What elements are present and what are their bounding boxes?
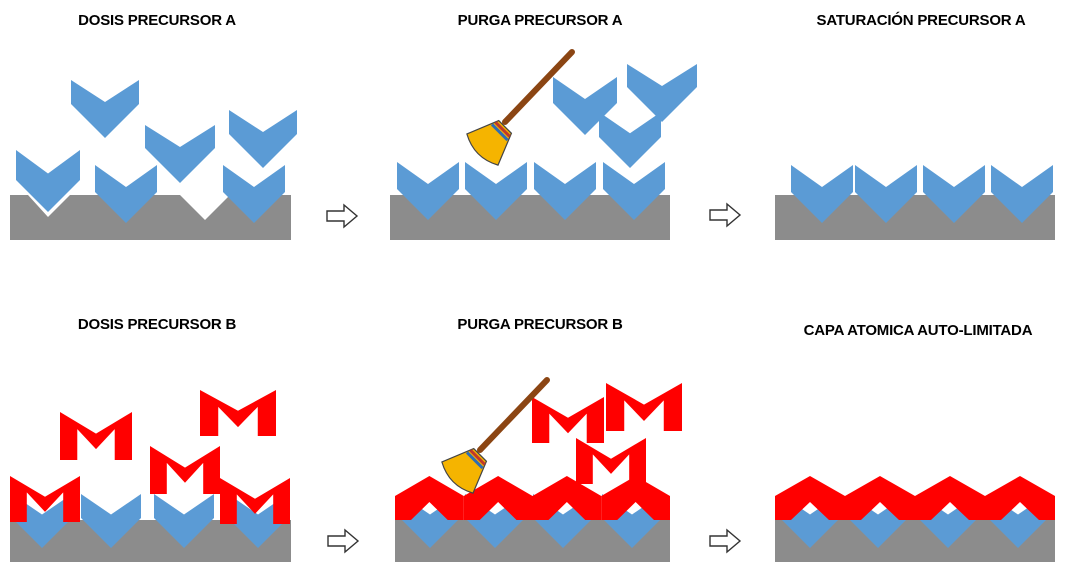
bonded-precursor-b (601, 476, 670, 520)
adsorbed-precursor-a (534, 162, 596, 220)
bonded-precursor-b (845, 476, 915, 520)
substrate (395, 520, 670, 562)
step-arrow-icon (327, 528, 360, 554)
bonded-precursor-b (463, 476, 533, 520)
substrate (775, 195, 1055, 240)
adsorbed-precursor-a (154, 494, 214, 548)
precursor-a-molecule (599, 112, 661, 168)
panel-dose-a (10, 80, 297, 240)
precursor-b-molecule (10, 476, 80, 522)
panel-title-dose-b: DOSIS PRECURSOR B (77, 316, 237, 333)
precursor-b-molecule (200, 390, 276, 436)
precursor-b-molecule (576, 438, 646, 484)
broom-icon (466, 49, 575, 166)
adsorbed-precursor-a (465, 162, 527, 220)
precursor-a-molecule (553, 77, 617, 135)
precursor-a-molecule (627, 64, 697, 122)
panel-title-saturation-a: SATURACIÓN PRECURSOR A (816, 12, 1026, 29)
broom-band-red (469, 449, 486, 466)
precursor-a-molecule (145, 125, 215, 183)
panel-title-dose-a: DOSIS PRECURSOR A (78, 12, 236, 29)
panel-dose-b (10, 390, 291, 562)
precursor-a-molecule (229, 110, 297, 168)
step-arrow-icon (709, 202, 742, 228)
precursor-b-molecule (606, 383, 682, 431)
panel-atomic-layer (775, 476, 1055, 562)
substrate (775, 520, 1055, 562)
adsorbed-precursor-a (791, 165, 853, 223)
panel-purge-b (395, 383, 682, 562)
panel-title-purge-b: PURGA PRECURSOR B (457, 316, 623, 333)
broom-band-blue (490, 123, 509, 142)
precursor-a-molecule (16, 150, 80, 212)
panel-saturation-a (775, 165, 1055, 240)
precursor-a-molecule (95, 165, 157, 223)
adsorbed-precursor-a (991, 165, 1053, 223)
precursor-a-molecule (71, 80, 139, 138)
broom-handle (477, 377, 550, 453)
broom-band-red (494, 121, 511, 138)
adsorbed-precursor-a (397, 162, 459, 220)
step-arrow-icon (709, 528, 742, 554)
bonded-precursor-b (915, 476, 985, 520)
broom-icon (441, 377, 550, 494)
adsorbed-precursor-a (81, 494, 141, 548)
bonded-precursor-b (775, 476, 845, 520)
precursor-b-molecule (220, 478, 290, 524)
panel-title-purge-a: PURGA PRECURSOR A (457, 12, 623, 29)
broom-bristles (466, 119, 513, 166)
substrate (10, 195, 291, 240)
adsorbed-precursor-a (603, 162, 665, 220)
broom-handle (502, 49, 575, 125)
bonded-precursor-b (532, 476, 602, 520)
precursor-a-molecule (223, 165, 285, 223)
broom-head (441, 447, 488, 494)
bonded-precursor-b (395, 476, 464, 520)
bonded-precursor-b (985, 476, 1055, 520)
step-arrow-icon (326, 203, 359, 229)
precursor-b-molecule (60, 412, 132, 460)
adsorbed-precursor-a (12, 494, 72, 548)
adsorbed-precursor-a (923, 165, 985, 223)
panel-title-atomic-layer: CAPA ATOMICA AUTO-LIMITADA (803, 322, 1033, 339)
panel-purge-a (390, 64, 697, 240)
precursor-b-molecule (532, 397, 604, 443)
precursor-b-molecule (150, 446, 220, 494)
broom-head (466, 119, 513, 166)
broom-band-blue (465, 451, 484, 470)
adsorbed-precursor-a (228, 494, 288, 548)
substrate (390, 195, 670, 240)
substrate (10, 520, 291, 562)
adsorbed-precursor-a (855, 165, 917, 223)
